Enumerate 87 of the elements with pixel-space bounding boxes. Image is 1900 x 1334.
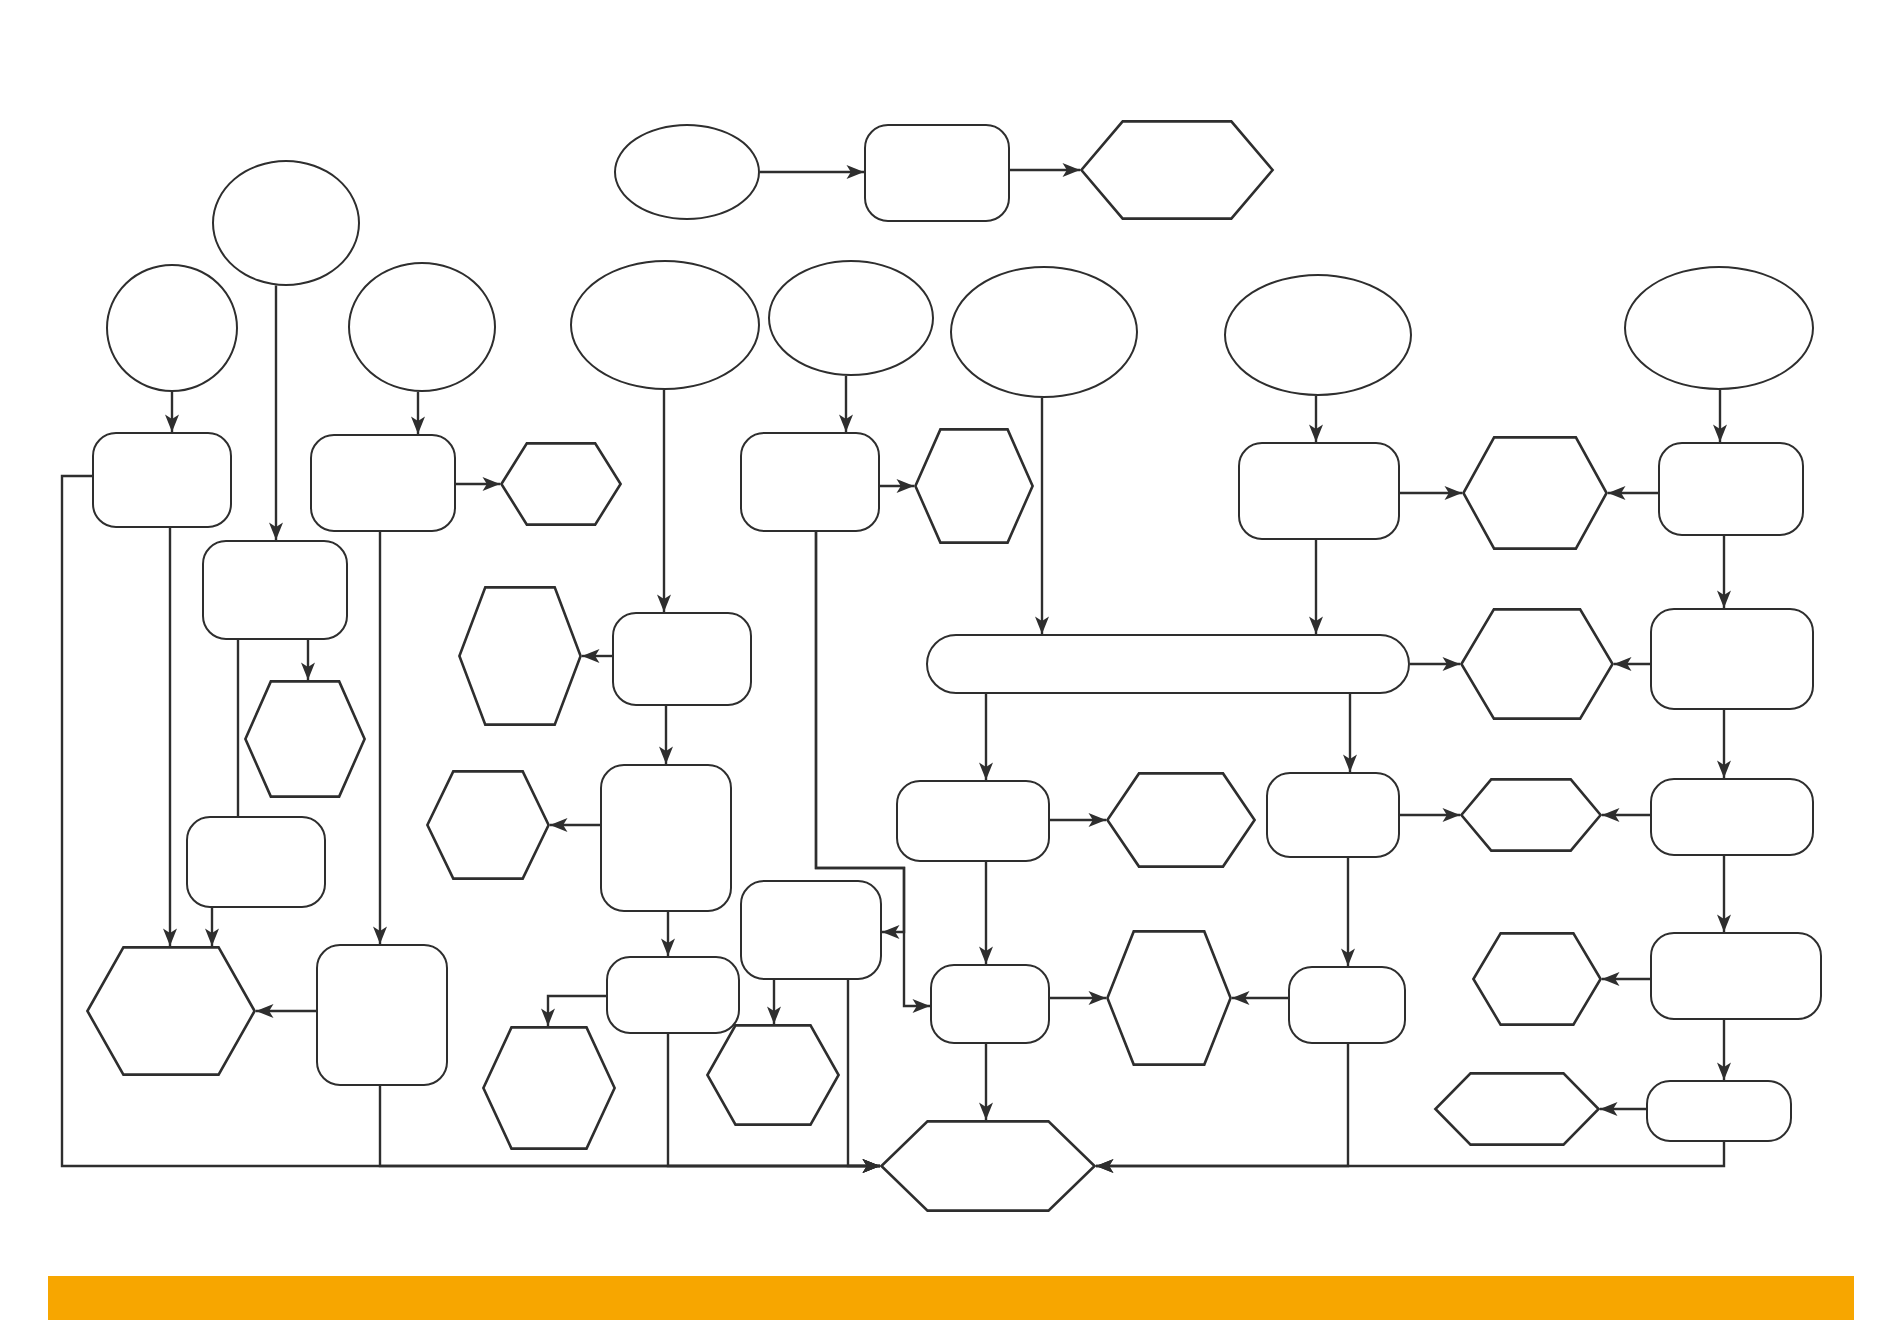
rounded-box-node (1650, 608, 1814, 710)
connector-line (236, 640, 240, 816)
rounded-box-node (930, 964, 1050, 1044)
arrow (165, 392, 179, 432)
arrow (1614, 657, 1650, 671)
arrow (767, 980, 781, 1024)
arrow (1717, 1020, 1731, 1080)
rounded-box-node (202, 540, 348, 640)
arrow (1343, 694, 1357, 772)
arrow (661, 912, 675, 956)
hexagon-node (86, 946, 256, 1076)
arrow (411, 391, 425, 434)
rounded-box-node (740, 880, 882, 980)
arrow (979, 1044, 993, 1120)
rounded-box-node (92, 432, 232, 528)
arrow (1400, 486, 1462, 500)
rounded-box-node (864, 124, 1010, 222)
hexagon-node (1472, 932, 1602, 1026)
hexagon-node (880, 1120, 1096, 1212)
rounded-box-node (740, 432, 880, 532)
arrow (1400, 808, 1460, 822)
rounded-box-node (186, 816, 326, 908)
rounded-box-node (1650, 932, 1822, 1020)
arrow (550, 818, 600, 832)
rounded-box-node (612, 612, 752, 706)
arrow (1717, 856, 1731, 932)
rounded-box-node (1288, 966, 1406, 1044)
arrow (839, 375, 853, 432)
hexagon-node (1106, 772, 1256, 868)
hexagon-node (244, 680, 366, 798)
hexagon-node (500, 442, 622, 526)
rounded-box-node (1646, 1080, 1792, 1142)
rounded-box-node (316, 944, 448, 1086)
hexagon-node (914, 428, 1034, 544)
arrow (1717, 710, 1731, 778)
arrow (1602, 972, 1650, 986)
pill-node (926, 634, 1410, 694)
rounded-box-node (1658, 442, 1804, 536)
arrow (1096, 1142, 1726, 1173)
arrow (1050, 813, 1106, 827)
hexagon-node (482, 1026, 616, 1150)
arrow (880, 479, 914, 493)
hexagon-node (1106, 930, 1232, 1066)
rounded-box-node (600, 764, 732, 912)
arrow (1309, 540, 1323, 634)
arrow (760, 165, 864, 179)
arrow (205, 908, 219, 946)
arrow (1035, 398, 1049, 634)
hexagon-node (1080, 120, 1274, 220)
rounded-box-node (1266, 772, 1400, 858)
arrow (1050, 991, 1106, 1005)
arrow (1713, 390, 1727, 442)
arrow (1341, 858, 1355, 966)
arrow (541, 994, 606, 1026)
arrow (373, 532, 387, 944)
arrow (582, 649, 612, 663)
hexagon-node (1462, 436, 1608, 550)
hexagon-node (706, 1024, 840, 1126)
rounded-box-node (1238, 442, 1400, 540)
arrow (269, 285, 283, 540)
arrow (1717, 536, 1731, 608)
hexagon-node (1460, 778, 1602, 852)
arrow (1232, 991, 1288, 1005)
hexagon-node (1460, 608, 1614, 720)
arrow (301, 640, 315, 680)
arrow (1602, 808, 1650, 822)
arrow (256, 1004, 316, 1018)
arrow (979, 862, 993, 964)
rounded-box-node (606, 956, 740, 1034)
arrow (1010, 163, 1080, 177)
arrow (979, 694, 993, 780)
arrow (1608, 486, 1658, 500)
arrow (1600, 1102, 1646, 1116)
arrow (163, 528, 177, 946)
rounded-box-node (310, 434, 456, 532)
arrow (456, 477, 500, 491)
arrow (657, 390, 671, 612)
arrow (1309, 396, 1323, 442)
rounded-box-node (896, 780, 1050, 862)
arrow (814, 532, 930, 1013)
hexagon-node (426, 770, 550, 880)
hexagon-node (1434, 1072, 1600, 1146)
hexagon-node (458, 586, 582, 726)
arrow (1410, 657, 1460, 671)
arrow (846, 980, 880, 1173)
rounded-box-node (1650, 778, 1814, 856)
arrow (659, 706, 673, 764)
